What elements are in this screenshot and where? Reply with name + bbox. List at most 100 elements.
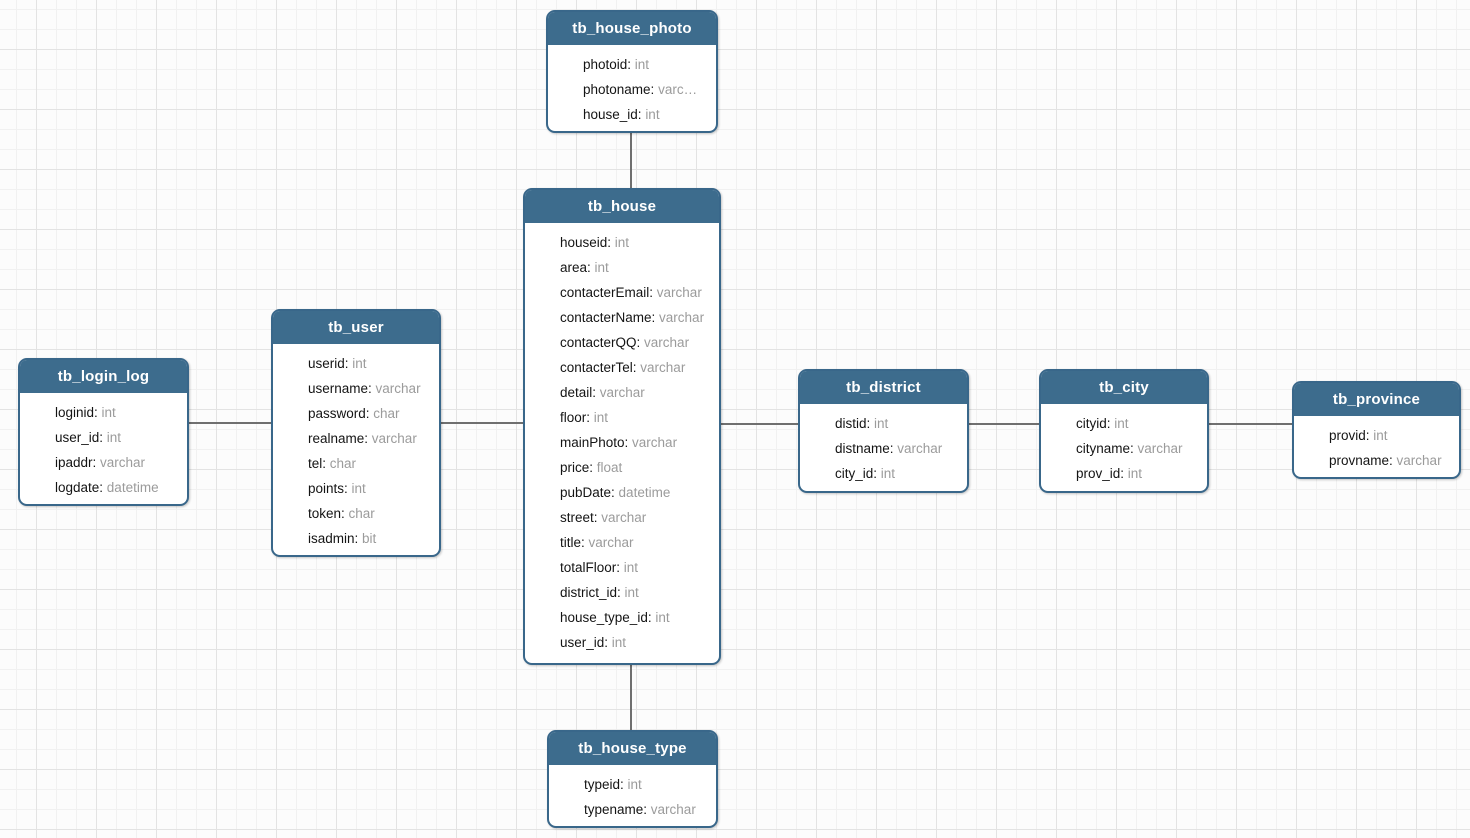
field-row-tb_house-floor[interactable]: floor: int (525, 405, 719, 430)
field-row-tb_login_log-user_id[interactable]: user_id: int (20, 425, 187, 450)
field-type: varchar (100, 455, 146, 470)
table-body: typeid: int typename: varchar (549, 765, 716, 822)
field-name: distname: (835, 441, 898, 456)
field-type: int (880, 466, 896, 481)
field-row-tb_house-contacterName[interactable]: contacterName: varchar (525, 305, 719, 330)
connector-tb_city-tb_province[interactable] (1209, 423, 1292, 425)
field-name: tel: (308, 456, 330, 471)
field-name: contacterEmail: (560, 285, 657, 300)
field-name: cityname: (1076, 441, 1138, 456)
field-row-tb_house_photo-photoid[interactable]: photoid: int (548, 52, 716, 77)
field-row-tb_user-username[interactable]: username: varchar (273, 376, 439, 401)
field-row-tb_house-mainPhoto[interactable]: mainPhoto: varchar (525, 430, 719, 455)
field-name: contacterTel: (560, 360, 641, 375)
field-row-tb_house-detail[interactable]: detail: varchar (525, 380, 719, 405)
field-row-tb_user-isadmin[interactable]: isadmin: bit (273, 526, 439, 551)
field-row-tb_login_log-logdate[interactable]: logdate: datetime (20, 475, 187, 500)
field-row-tb_house-houseid[interactable]: houseid: int (525, 230, 719, 255)
field-row-tb_user-realname[interactable]: realname: varchar (273, 426, 439, 451)
table-header[interactable]: tb_district (800, 371, 967, 404)
field-type: datetime (106, 480, 159, 495)
table-tb_city[interactable]: tb_city cityid: int cityname: varchar pr… (1039, 369, 1209, 493)
field-name: user_id: (560, 635, 612, 650)
table-tb_house_type[interactable]: tb_house_type typeid: int typename: varc… (547, 730, 718, 828)
field-type: int (101, 405, 116, 420)
field-row-tb_house-contacterQQ[interactable]: contacterQQ: varchar (525, 330, 719, 355)
field-type: int (614, 235, 630, 250)
table-tb_user[interactable]: tb_user userid: int username: varchar pa… (271, 309, 441, 557)
field-row-tb_house-street[interactable]: street: varchar (525, 505, 719, 530)
table-header[interactable]: tb_house_type (549, 732, 716, 765)
connector-tb_login_log-tb_user[interactable] (189, 422, 271, 424)
table-header[interactable]: tb_house_photo (548, 12, 716, 45)
field-name: price: (560, 460, 597, 475)
table-tb_province[interactable]: tb_province provid: int provname: varcha… (1292, 381, 1461, 479)
field-row-tb_house-area[interactable]: area: int (525, 255, 719, 280)
field-row-tb_province-provname[interactable]: provname: varchar (1294, 448, 1459, 473)
table-tb_login_log[interactable]: tb_login_log loginid: int user_id: int i… (18, 358, 189, 506)
field-name: distid: (835, 416, 875, 431)
field-row-tb_district-city_id[interactable]: city_id: int (800, 461, 967, 486)
field-row-tb_house_photo-house_id[interactable]: house_id: int (548, 102, 716, 127)
field-row-tb_user-points[interactable]: points: int (273, 476, 439, 501)
field-name: provid: (1329, 428, 1374, 443)
table-tb_house[interactable]: tb_house houseid: int area: int contacte… (523, 188, 721, 665)
field-type: varchar (632, 435, 678, 450)
field-name: userid: (308, 356, 353, 371)
field-row-tb_login_log-ipaddr[interactable]: ipaddr: varchar (20, 450, 187, 475)
field-row-tb_house-district_id[interactable]: district_id: int (525, 580, 719, 605)
field-name: username: (308, 381, 376, 396)
field-name: ipaddr: (55, 455, 101, 470)
field-row-tb_house_photo-photoname[interactable]: photoname: varc… (548, 77, 716, 102)
field-row-tb_city-prov_id[interactable]: prov_id: int (1041, 461, 1207, 486)
field-row-tb_house-house_type_id[interactable]: house_type_id: int (525, 605, 719, 630)
field-row-tb_house-pubDate[interactable]: pubDate: datetime (525, 480, 719, 505)
field-type: char (348, 506, 375, 521)
field-name: contacterName: (560, 310, 660, 325)
table-header[interactable]: tb_city (1041, 371, 1207, 404)
field-type: varchar (599, 385, 645, 400)
field-row-tb_house-user_id[interactable]: user_id: int (525, 630, 719, 655)
table-header[interactable]: tb_login_log (20, 360, 187, 393)
field-name: street: (560, 510, 602, 525)
table-body: loginid: int user_id: int ipaddr: varcha… (20, 393, 187, 500)
field-row-tb_house-title[interactable]: title: varchar (525, 530, 719, 555)
field-row-tb_house-contacterEmail[interactable]: contacterEmail: varchar (525, 280, 719, 305)
field-row-tb_user-password[interactable]: password: char (273, 401, 439, 426)
field-row-tb_city-cityid[interactable]: cityid: int (1041, 411, 1207, 436)
field-name: token: (308, 506, 349, 521)
field-row-tb_district-distid[interactable]: distid: int (800, 411, 967, 436)
table-header[interactable]: tb_house (525, 190, 719, 223)
connector-tb_district-tb_city[interactable] (969, 423, 1039, 425)
field-row-tb_user-tel[interactable]: tel: char (273, 451, 439, 476)
table-tb_district[interactable]: tb_district distid: int distname: varcha… (798, 369, 969, 493)
table-tb_house_photo[interactable]: tb_house_photo photoid: int photoname: v… (546, 10, 718, 133)
connector-tb_user-tb_house[interactable] (441, 422, 523, 424)
field-row-tb_province-provid[interactable]: provid: int (1294, 423, 1459, 448)
table-header[interactable]: tb_province (1294, 383, 1459, 416)
field-row-tb_house_type-typename[interactable]: typename: varchar (549, 797, 716, 822)
table-body: provid: int provname: varchar (1294, 416, 1459, 473)
field-type: datetime (618, 485, 671, 500)
field-row-tb_user-userid[interactable]: userid: int (273, 351, 439, 376)
field-type: varchar (375, 381, 421, 396)
field-row-tb_house_type-typeid[interactable]: typeid: int (549, 772, 716, 797)
field-type: int (634, 57, 650, 72)
connector-tb_house-tb_district[interactable] (721, 423, 798, 425)
field-type: int (593, 410, 609, 425)
field-row-tb_district-distname[interactable]: distname: varchar (800, 436, 967, 461)
field-type: varc… (658, 82, 698, 97)
field-row-tb_house-contacterTel[interactable]: contacterTel: varchar (525, 355, 719, 380)
field-type: int (351, 481, 366, 496)
field-row-tb_house-price[interactable]: price: float (525, 455, 719, 480)
field-type: varchar (659, 310, 705, 325)
field-row-tb_user-token[interactable]: token: char (273, 501, 439, 526)
connector-tb_house_photo-tb_house[interactable] (630, 133, 632, 188)
field-row-tb_house-totalFloor[interactable]: totalFloor: int (525, 555, 719, 580)
connector-tb_house-tb_house_type[interactable] (630, 665, 632, 730)
field-type: int (611, 635, 627, 650)
field-name: typename: (584, 802, 651, 817)
field-row-tb_login_log-loginid[interactable]: loginid: int (20, 400, 187, 425)
field-row-tb_city-cityname[interactable]: cityname: varchar (1041, 436, 1207, 461)
table-header[interactable]: tb_user (273, 311, 439, 344)
